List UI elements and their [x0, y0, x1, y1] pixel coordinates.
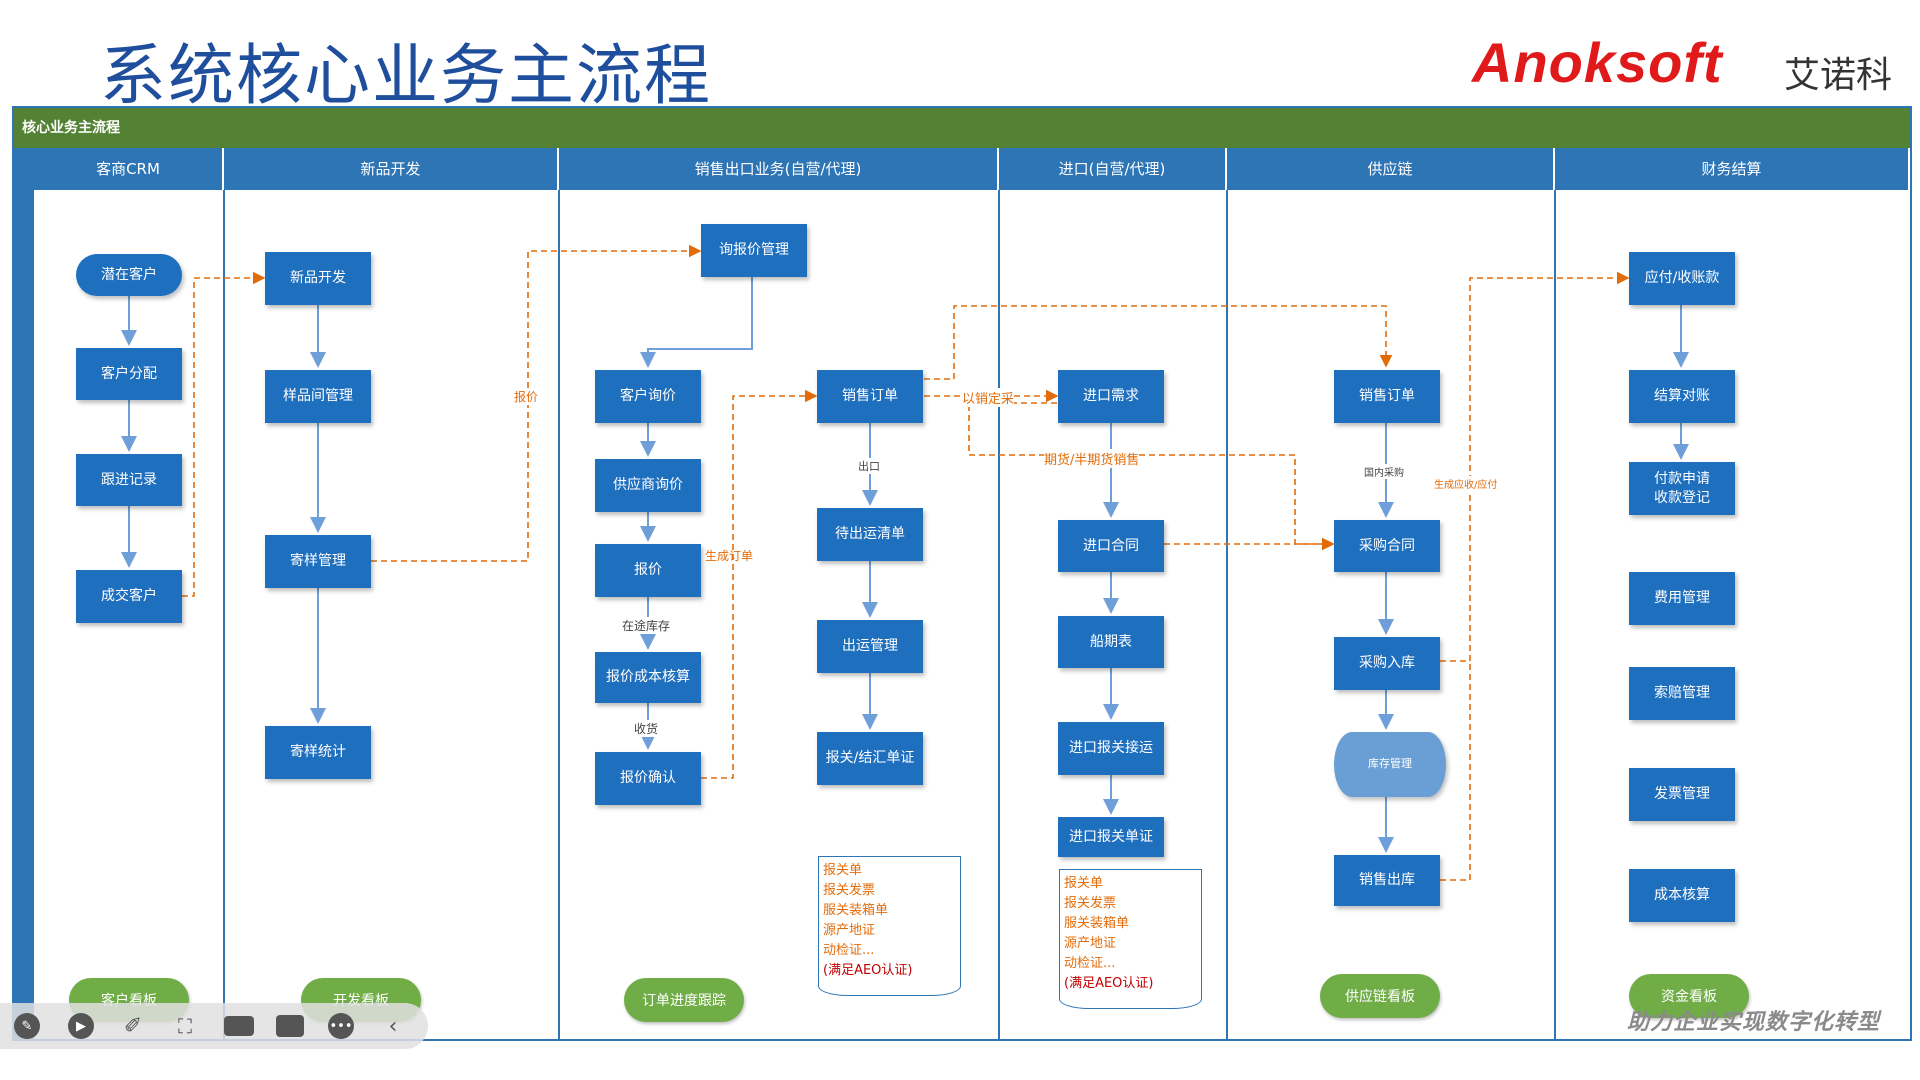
- doc-line: 报关单: [1064, 876, 1104, 891]
- node-expense-mgmt[interactable]: 费用管理: [1629, 572, 1735, 625]
- label-gen-order: 生成订单: [705, 549, 754, 563]
- doc-line: 服关装箱单: [1064, 916, 1130, 931]
- presentation-toolbar: [0, 1003, 428, 1049]
- lane-header-supply: 供应链: [1227, 148, 1555, 190]
- node-sales-outbound[interactable]: 销售出库: [1334, 855, 1440, 906]
- node-import-contract[interactable]: 进口合同: [1058, 520, 1164, 572]
- label-receive: 收货: [634, 720, 659, 737]
- play-icon[interactable]: ▶: [68, 1013, 94, 1039]
- lane-divider: [1226, 190, 1228, 1041]
- node-pending-list[interactable]: 待出运清单: [817, 508, 923, 561]
- node-settlement[interactable]: 结算对账: [1629, 370, 1735, 423]
- doc-import-customs: 报关单 报关发票 服关装箱单 源产地证 动检证... (满足AEO认证): [1059, 869, 1202, 1009]
- camera-icon[interactable]: [224, 1016, 254, 1036]
- node-payment-receipt[interactable]: 付款申请 收款登记: [1629, 462, 1735, 515]
- node-quote-confirm[interactable]: 报价确认: [595, 752, 701, 805]
- lane-header-crm: 客商CRM: [34, 148, 224, 190]
- lane-divider: [1554, 190, 1556, 1041]
- doc-line: 报关发票: [1064, 896, 1117, 911]
- label-quote-price: 报价: [514, 388, 539, 405]
- node-invoice-mgmt[interactable]: 发票管理: [1629, 768, 1735, 821]
- node-claim-mgmt[interactable]: 索赔管理: [1629, 667, 1735, 720]
- logo-brand: Anoksoft: [1472, 31, 1723, 94]
- edit-icon[interactable]: ✐: [123, 1013, 143, 1039]
- lane-header-finance: 财务结算: [1555, 148, 1910, 190]
- screenshot-icon[interactable]: ⛶: [178, 1014, 192, 1038]
- board-supply-chain[interactable]: 供应链看板: [1320, 974, 1440, 1018]
- node-purchase-inbound[interactable]: 采购入库: [1334, 637, 1440, 690]
- collapse-icon[interactable]: ‹: [388, 1013, 398, 1039]
- node-inventory-mgmt[interactable]: 库存管理: [1334, 732, 1446, 797]
- node-new-product[interactable]: 新品开发: [265, 252, 371, 305]
- node-import-customs-docs[interactable]: 进口报关单证: [1058, 817, 1164, 857]
- node-customer-assign[interactable]: 客户分配: [76, 348, 182, 400]
- lane-divider: [558, 190, 560, 1041]
- doc-export-customs: 报关单 报关发票 服关装箱单 源产地证 动检证... (满足AEO认证): [818, 856, 961, 996]
- lane-header-dev: 新品开发: [224, 148, 559, 190]
- board-order-tracking[interactable]: 订单进度跟踪: [624, 978, 744, 1022]
- node-inquiry-mgmt[interactable]: 询报价管理: [701, 224, 807, 277]
- node-cost-accounting[interactable]: 成本核算: [1629, 869, 1735, 922]
- label-gen-ar-ap: 生成应收/应付: [1434, 476, 1498, 491]
- doc-line: 源产地证: [1064, 936, 1117, 951]
- page-title: 系统核心业务主流程: [100, 37, 712, 114]
- doc-aeo-note: (满足AEO认证): [1064, 976, 1154, 991]
- lane-header-sales: 销售出口业务(自营/代理): [559, 148, 999, 190]
- node-import-clearance[interactable]: 进口报关接运: [1058, 722, 1164, 775]
- node-import-demand[interactable]: 进口需求: [1058, 370, 1164, 423]
- node-deal-customer[interactable]: 成交客户: [76, 570, 182, 623]
- left-rail: [14, 148, 34, 1041]
- diagram-banner: 核心业务主流程: [14, 108, 1910, 148]
- node-customs-docs[interactable]: 报关/结汇单证: [817, 732, 923, 785]
- node-quote-cost[interactable]: 报价成本核算: [595, 652, 701, 703]
- node-sample-room[interactable]: 样品间管理: [265, 370, 371, 423]
- slogan: 助力企业实现数字化转型: [1626, 1010, 1880, 1035]
- doc-line: 报关单: [823, 863, 863, 878]
- node-customer-inquiry[interactable]: 客户询价: [595, 370, 701, 423]
- node-sample-stats[interactable]: 寄样统计: [265, 726, 371, 779]
- label-domestic: 国内采购: [1364, 464, 1404, 479]
- node-ship-schedule[interactable]: 船期表: [1058, 616, 1164, 668]
- node-sales-order[interactable]: 销售订单: [817, 370, 923, 423]
- label-sale-purchase: 以销定采: [962, 388, 1015, 407]
- doc-line: 报关发票: [823, 883, 876, 898]
- node-potential-customer[interactable]: 潜在客户: [76, 254, 182, 296]
- node-follow-up[interactable]: 跟进记录: [76, 454, 182, 506]
- node-supplier-inquiry[interactable]: 供应商询价: [595, 459, 701, 512]
- node-shipping-mgmt[interactable]: 出运管理: [817, 620, 923, 673]
- label-export: 出口: [858, 458, 880, 474]
- board-fund[interactable]: 资金看板: [1629, 974, 1749, 1018]
- label-in-transit: 在途库存: [622, 617, 671, 634]
- node-supply-sales-order[interactable]: 销售订单: [1334, 370, 1440, 423]
- more-icon[interactable]: •••: [328, 1013, 354, 1039]
- pen-icon[interactable]: ✎: [14, 1013, 40, 1039]
- comment-icon[interactable]: [276, 1015, 304, 1037]
- company-logo: Anoksoft 艾诺科: [1472, 24, 1892, 104]
- lane-divider: [998, 190, 1000, 1041]
- node-sample-send[interactable]: 寄样管理: [265, 535, 371, 588]
- doc-line: 源产地证: [823, 923, 876, 938]
- doc-line: 动检证...: [1064, 956, 1116, 971]
- label-futures: 期货/半期货销售: [1044, 449, 1140, 468]
- node-purchase-contract[interactable]: 采购合同: [1334, 520, 1440, 572]
- node-ar-ap[interactable]: 应付/收账款: [1629, 252, 1735, 305]
- lane-header-import: 进口(自营/代理): [999, 148, 1227, 190]
- doc-line: 服关装箱单: [823, 903, 889, 918]
- lane-divider: [223, 190, 225, 1041]
- logo-cn: 艾诺科: [1783, 55, 1892, 96]
- doc-line: 动检证...: [823, 943, 875, 958]
- doc-aeo-note: (满足AEO认证): [823, 963, 913, 978]
- node-quote[interactable]: 报价: [595, 544, 701, 597]
